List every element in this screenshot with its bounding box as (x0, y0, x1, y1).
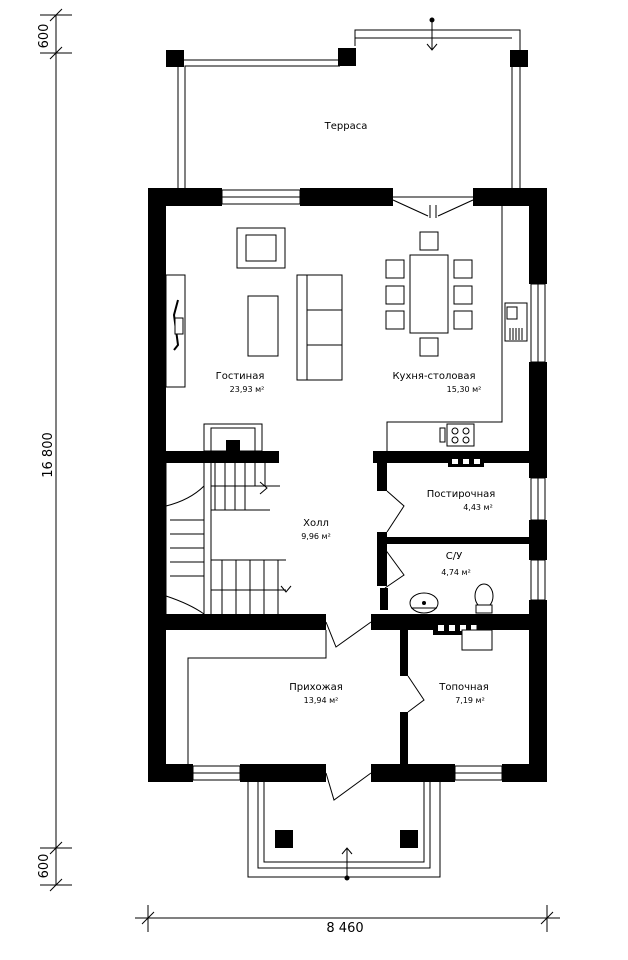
coffee-table (247, 295, 279, 357)
room-name-kitchen: Кухня-столовая (392, 371, 475, 382)
room-area-hall: 9,96 м² (301, 532, 331, 541)
living-furniture (165, 227, 343, 388)
dim-overall-height: 16 800 (41, 432, 56, 478)
windows (192, 189, 546, 781)
staircase (165, 463, 292, 615)
room-name-bathroom: С/У (446, 551, 462, 562)
room-area-kitchen: 15,30 м² (447, 385, 482, 394)
room-name-hall: Холл (303, 518, 329, 529)
room-name-entry: Прихожая (289, 682, 343, 693)
terrace-door (392, 196, 474, 218)
room-name-boiler: Топочная (438, 682, 488, 693)
room-name-terrace: Терраса (324, 121, 368, 132)
kitchen-sink (504, 302, 528, 342)
terrace-outline (177, 17, 521, 188)
room-name-laundry: Постирочная (427, 489, 496, 500)
interior-walls (166, 451, 529, 764)
kitchen-partition (386, 206, 503, 451)
dim-top-offset: 600 (37, 24, 52, 49)
boiler-unit (461, 614, 493, 651)
dining-table (409, 254, 449, 334)
toilet (474, 583, 494, 609)
fireplace (203, 423, 263, 456)
room-labels: Терраса Гостиная 23,93 м² Кухня-столовая… (216, 121, 496, 705)
dim-overall-width: 8 460 (326, 921, 363, 936)
room-area-bathroom: 4,74 м² (441, 568, 471, 577)
dimension-lines (40, 8, 560, 932)
porch-column-left (275, 830, 293, 848)
interior-doors (325, 490, 425, 801)
dim-bottom-offset: 600 (37, 854, 52, 879)
entry-closet (187, 630, 327, 764)
room-area-entry: 13,94 м² (304, 696, 339, 705)
porch-column-right (400, 830, 418, 848)
terrace-column-left (166, 50, 184, 67)
sofa (296, 274, 343, 381)
exterior-walls (148, 188, 547, 782)
terrace-column-mid (338, 48, 356, 66)
room-area-boiler: 7,19 м² (455, 696, 485, 705)
room-area-living: 23,93 м² (230, 385, 265, 394)
dining-set (385, 231, 473, 357)
terrace-column-right (510, 50, 528, 67)
bathroom-fixtures (409, 583, 494, 614)
room-area-laundry: 4,43 м² (463, 503, 493, 512)
room-name-living: Гостиная (216, 371, 265, 382)
porch-outline (247, 782, 441, 881)
stove (439, 423, 475, 447)
